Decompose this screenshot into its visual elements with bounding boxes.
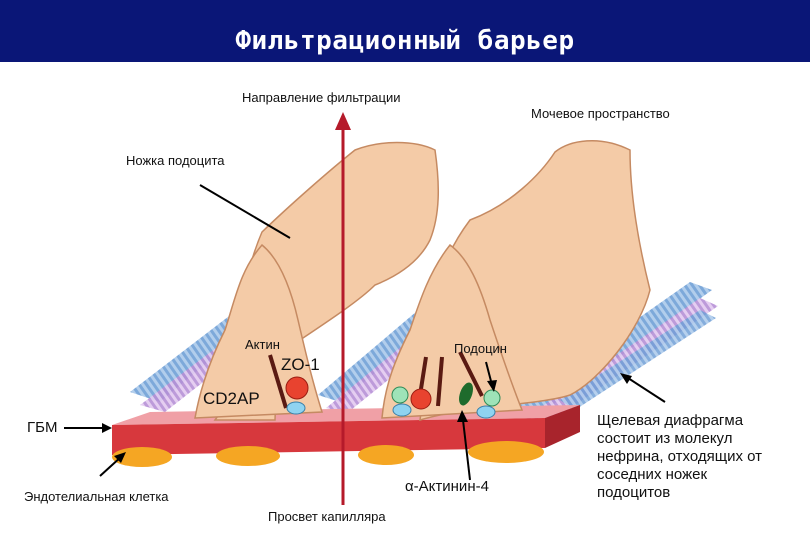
slit-diaphragm-line-3: нефрина, отходящих от — [597, 448, 763, 465]
foot-process-1 — [194, 243, 324, 419]
label-urinary-space: Мочевое пространство — [531, 106, 670, 121]
slit-diaphragm-line-1: Щелевая диафрагма — [597, 412, 744, 429]
label-endothelial-cell: Эндотелиальная клетка — [24, 489, 169, 504]
endothelial-cells — [112, 441, 544, 467]
pointer-lines — [64, 184, 666, 481]
label-zo1: ZO-1 — [281, 355, 320, 374]
protein-markers — [285, 376, 501, 419]
slit-diaphragm-line-4: соседних ножек — [597, 466, 708, 483]
slit-diaphragm-line-5: подоцитов — [597, 484, 671, 501]
label-podocyte-foot: Ножка подоцита — [126, 153, 225, 168]
label-capillary-lumen: Просвет капилляра — [268, 509, 386, 524]
label-cd2ap: CD2AP — [203, 389, 260, 408]
filtration-direction-arrow — [335, 112, 351, 505]
actin-filaments — [268, 351, 484, 409]
label-slit-diaphragm: Щелевая диафрагма состоит из молекул неф… — [597, 412, 762, 502]
slide-title: Фильтрационный барьер — [235, 26, 575, 56]
label-actin: Актин — [245, 337, 280, 352]
foot-process-2 — [381, 243, 524, 419]
label-podocin: Подоцин — [454, 341, 507, 356]
slide-header: Фильтрационный барьер — [0, 0, 810, 62]
diagram-area: Направление фильтрации Мочевое пространс… — [0, 62, 810, 540]
label-filtration-direction: Направление фильтрации — [242, 90, 401, 105]
label-alpha-actinin: α-Актинин-4 — [405, 478, 489, 495]
label-gbm: ГБМ — [27, 419, 58, 436]
slit-diaphragm-line-2: состоит из молекул — [597, 430, 733, 447]
filtration-barrier-diagram — [64, 112, 718, 505]
